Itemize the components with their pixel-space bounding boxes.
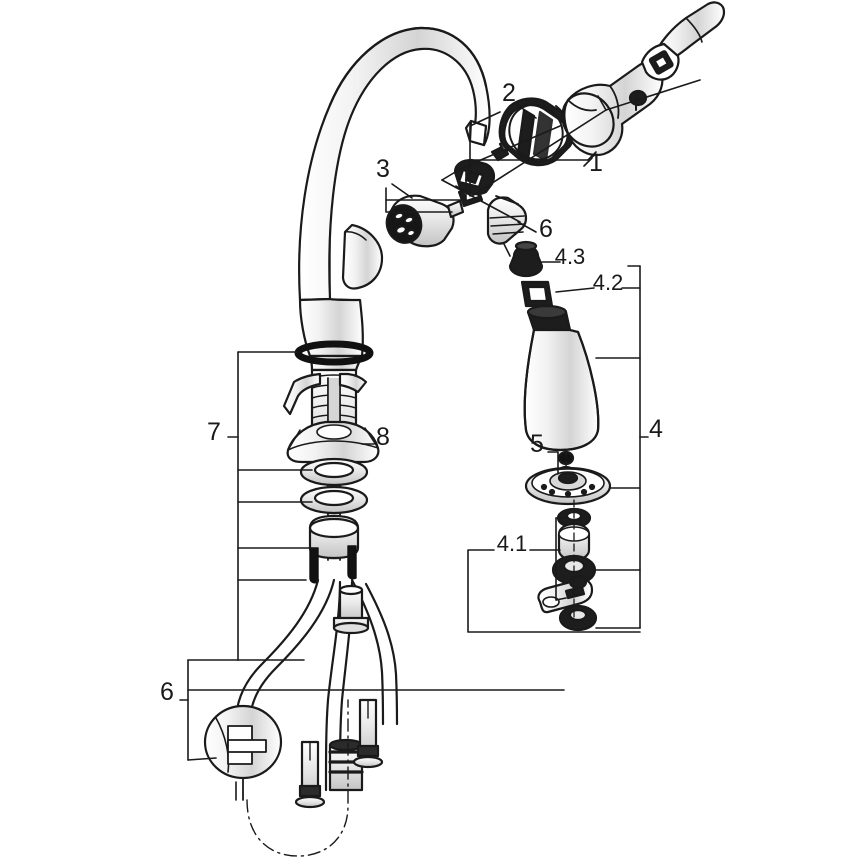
handle-adapter-42 [520, 280, 554, 308]
callout-label-4-2: 4.2 [593, 270, 624, 295]
callout-label-4: 4 [649, 415, 663, 443]
callout-label-3: 3 [376, 155, 390, 183]
valve-cartridge-3 [385, 184, 484, 248]
mount-screws [309, 545, 357, 584]
callout-label-6-lower: 6 [160, 678, 174, 706]
callout-label-5: 5 [530, 430, 544, 458]
callout-label-8: 8 [376, 423, 390, 451]
callout-label-1: 1 [589, 149, 603, 177]
callout-label-6-upper: 6 [539, 215, 553, 243]
hose-centerline-loop [246, 699, 349, 857]
hose-quick-coupling-upper [332, 584, 370, 635]
callout-labels: 1 2 3 6 4.3 4.2 4 5 4.1 7 8 6 [160, 79, 663, 706]
callout-label-4-3: 4.3 [555, 244, 586, 269]
leader-lines [179, 79, 701, 761]
escutcheon-base [524, 466, 612, 506]
callout-label-4-1: 4.1 [497, 531, 528, 556]
spray-head-shell-1 [561, 61, 664, 157]
mount-bracket-8 [286, 420, 380, 464]
hose-weight [203, 704, 283, 801]
o-ring-top [294, 340, 374, 366]
hose-quick-coupling-lower [328, 738, 364, 792]
spray-nozzle-tip [628, 1, 726, 111]
handle-mount-kit-41 [537, 499, 598, 632]
handle-seal-43 [508, 240, 544, 278]
callout-label-2: 2 [502, 79, 516, 107]
lever-handle-4 [523, 304, 600, 452]
supply-line-tips [294, 698, 384, 809]
washer-stack [299, 457, 369, 560]
callout-label-7: 7 [207, 418, 221, 446]
spray-head-sleeve-2 [498, 97, 575, 167]
upper-mount-bracket [282, 372, 368, 416]
